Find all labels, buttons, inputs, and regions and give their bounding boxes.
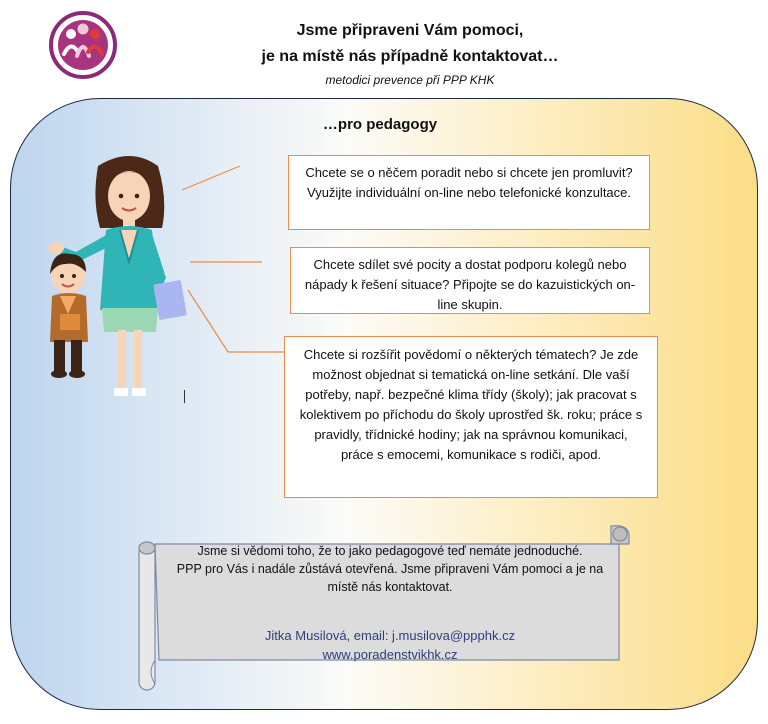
callout-thematic-meetings: Chcete si rozšířit povědomí o některých … — [284, 336, 658, 498]
callout-consultation: Chcete se o něčem poradit nebo si chcete… — [288, 155, 650, 230]
scroll-message-line1: Jsme si vědomi toho, že to jako pedagogo… — [197, 544, 583, 558]
contact-email[interactable]: Jitka Musilová, email: j.musilova@ppphk.… — [264, 628, 516, 643]
contact-info: Jitka Musilová, email: j.musilova@ppphk.… — [160, 626, 620, 664]
scroll-message-line2: PPP pro Vás i nadále zůstává otevřená. J… — [176, 562, 604, 594]
family-circle-logo-icon — [49, 11, 117, 79]
website-link[interactable]: www.poradenstvikhk.cz — [322, 647, 458, 662]
scroll-banner — [138, 525, 630, 691]
page-subtitle: metodici prevence při PPP KHK — [325, 73, 495, 87]
scroll-message: Jsme si vědomi toho, že to jako pedagogo… — [160, 542, 620, 596]
teacher-illustration — [48, 156, 187, 396]
page-title-line2: je na místě nás případně kontaktovat… — [261, 48, 559, 65]
child-illustration — [50, 253, 88, 378]
callout-case-groups: Chcete sdílet své pocity a dostat podpor… — [290, 247, 650, 314]
teacher-with-child-illustration — [48, 156, 187, 396]
page-title-line1: Jsme připraveni Vám pomoci, — [296, 22, 524, 39]
section-title: …pro pedagogy — [322, 116, 438, 133]
text-cursor — [184, 390, 185, 403]
